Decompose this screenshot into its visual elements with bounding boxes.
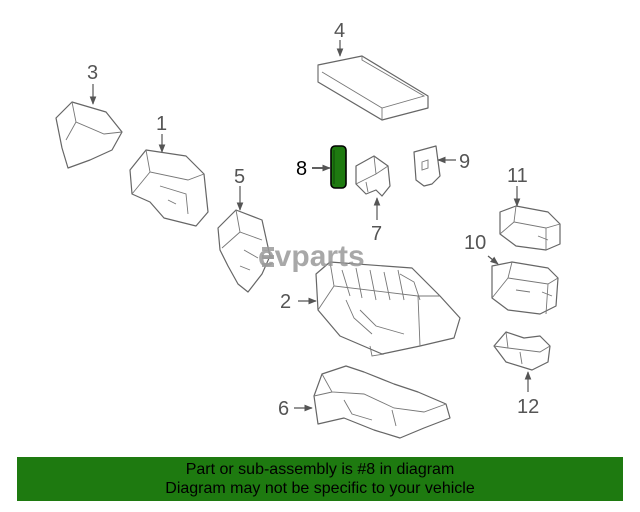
callout-9[interactable]: 9 bbox=[459, 151, 470, 173]
callout-2[interactable]: 2 bbox=[280, 291, 291, 313]
banner-line-2: Diagram may not be specific to your vehi… bbox=[165, 480, 475, 497]
callout-5[interactable]: 5 bbox=[234, 166, 245, 188]
callout-12[interactable]: 12 bbox=[517, 396, 539, 418]
callout-10[interactable]: 10 bbox=[464, 232, 486, 254]
callout-11[interactable]: 11 bbox=[507, 165, 528, 187]
watermark-text: evparts bbox=[258, 240, 365, 273]
info-banner: Part or sub-assembly is #8 in diagram Di… bbox=[17, 457, 623, 501]
part-5-bracket[interactable] bbox=[217, 209, 271, 293]
part-12-bracket[interactable] bbox=[493, 331, 551, 371]
callout-8[interactable]: 8 bbox=[296, 158, 307, 180]
part-4-cover[interactable] bbox=[317, 55, 429, 121]
part-6-base[interactable] bbox=[313, 365, 451, 439]
callout-7[interactable]: 7 bbox=[371, 223, 382, 245]
callout-1[interactable]: 1 bbox=[156, 113, 167, 135]
part-9-relay[interactable] bbox=[413, 145, 441, 187]
callout-3[interactable]: 3 bbox=[87, 62, 98, 84]
part-7-relay[interactable] bbox=[355, 155, 391, 197]
part-3-end-cover[interactable] bbox=[55, 101, 123, 169]
part-2-fuse-box[interactable] bbox=[315, 261, 461, 357]
part-1-bracket[interactable] bbox=[129, 149, 209, 227]
watermark-logo: evparts bbox=[258, 240, 365, 273]
part-8-fuse[interactable] bbox=[330, 145, 347, 189]
leader-10 bbox=[487, 255, 499, 265]
part-11-relay-block[interactable] bbox=[499, 205, 561, 251]
banner-line-1: Part or sub-assembly is #8 in diagram bbox=[185, 461, 455, 478]
parts-diagram: 4 3 1 5 8 7 9 11 bbox=[55, 20, 561, 439]
callout-4[interactable]: 4 bbox=[334, 20, 345, 42]
part-10-relay-block[interactable] bbox=[491, 261, 559, 315]
callout-6[interactable]: 6 bbox=[278, 398, 289, 420]
